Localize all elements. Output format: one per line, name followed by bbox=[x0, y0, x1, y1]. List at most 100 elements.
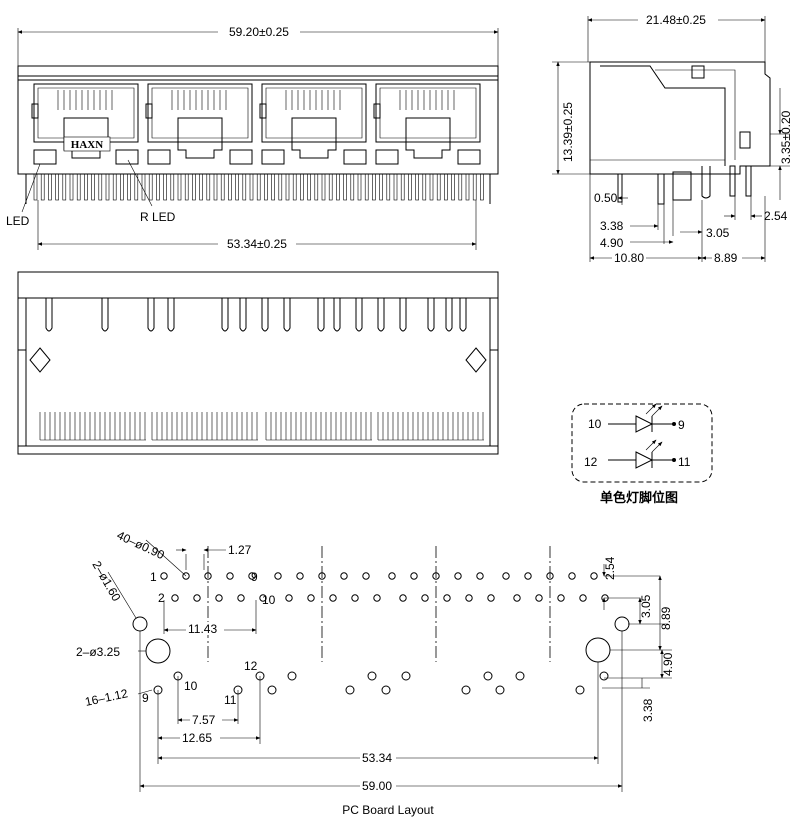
front-pin bbox=[364, 173, 369, 201]
front-pin bbox=[199, 173, 203, 201]
front-pin bbox=[55, 173, 59, 201]
front-pin bbox=[422, 173, 427, 201]
bottom-pin bbox=[459, 298, 467, 332]
front-pin bbox=[307, 173, 311, 201]
bottom-pin bbox=[333, 298, 341, 332]
front-width-label: 59.20±0.25 bbox=[229, 25, 289, 39]
front-pin bbox=[91, 173, 95, 201]
pcb-hole bbox=[329, 594, 337, 602]
front-pin bbox=[343, 173, 347, 201]
pcb-hole bbox=[237, 594, 245, 602]
pcb-callout-led-holes: 2–ø1.60 bbox=[89, 559, 123, 604]
contact-comb bbox=[39, 412, 146, 441]
led-pin-12: 12 bbox=[584, 455, 598, 469]
pcb-hole bbox=[399, 594, 407, 602]
pcb-led-pin10-label: 10 bbox=[184, 679, 198, 693]
side-depth-label: 21.48±0.25 bbox=[646, 13, 706, 27]
front-pin bbox=[386, 173, 391, 201]
side-dim-1080: 10.80 bbox=[614, 251, 644, 265]
pcb-hole bbox=[307, 594, 315, 602]
pcb-callout-led-pin-holes: 16–1.12 bbox=[84, 686, 130, 709]
front-pin-span-label: 53.34±0.25 bbox=[227, 237, 287, 251]
front-pin bbox=[480, 173, 484, 201]
bottom-pin bbox=[45, 298, 53, 332]
front-view: 59.20±0.25 HAXN LED R LED 53.34±0.25 bbox=[6, 24, 499, 251]
pcb-led-pin9-label: 9 bbox=[142, 691, 149, 705]
pcb-hole bbox=[160, 572, 168, 580]
front-pin bbox=[206, 173, 211, 201]
front-pin bbox=[292, 173, 297, 201]
front-pin bbox=[285, 173, 290, 201]
front-pin bbox=[84, 173, 88, 201]
pcb-led-hole bbox=[599, 671, 609, 681]
front-pin bbox=[98, 173, 103, 201]
pcb-hole bbox=[388, 572, 396, 580]
pcb-hole bbox=[340, 572, 348, 580]
front-pin bbox=[415, 173, 419, 201]
front-pin bbox=[228, 173, 232, 201]
pcb-hole bbox=[373, 594, 381, 602]
pcb-hole bbox=[362, 572, 370, 580]
front-pin bbox=[33, 173, 38, 201]
led-label-left: LED bbox=[6, 214, 30, 228]
led-window bbox=[375, 149, 399, 165]
led-hole-left bbox=[132, 616, 148, 632]
pcb-hole bbox=[590, 572, 598, 580]
pcb-dim-1265: 12.65 bbox=[182, 731, 212, 745]
pcb-hole bbox=[226, 572, 234, 580]
pcb-led-hole bbox=[515, 671, 525, 681]
pcb-hole bbox=[259, 594, 267, 602]
front-pin bbox=[256, 173, 261, 201]
pcb-hole bbox=[318, 572, 326, 580]
front-pin bbox=[400, 173, 405, 201]
pcb-hole bbox=[557, 594, 565, 602]
front-pin bbox=[357, 173, 362, 201]
led-label-right: R LED bbox=[140, 210, 176, 224]
led-pin-11: 11 bbox=[678, 455, 691, 469]
led-schematic-caption: 单色灯脚位图 bbox=[600, 491, 679, 506]
led-window bbox=[33, 149, 57, 165]
front-pin bbox=[141, 173, 146, 201]
led-pin-9: 9 bbox=[678, 418, 685, 432]
bottom-pin bbox=[101, 298, 109, 332]
contact-comb bbox=[151, 412, 258, 441]
pcb-hole bbox=[487, 594, 495, 602]
pcb-callout-post-holes: 2–ø3.25 bbox=[76, 645, 120, 659]
pcb-hole bbox=[296, 572, 304, 580]
front-pin bbox=[379, 173, 383, 201]
rj45-port bbox=[373, 83, 481, 165]
front-pin bbox=[48, 173, 52, 201]
bottom-pin bbox=[355, 298, 363, 332]
front-pin bbox=[184, 173, 189, 201]
pcb-dim-338: 3.38 bbox=[641, 698, 655, 722]
front-pin bbox=[300, 173, 304, 201]
bottom-pin bbox=[445, 298, 453, 332]
front-pin bbox=[105, 173, 110, 201]
contact-comb bbox=[265, 412, 372, 441]
front-pin bbox=[472, 173, 477, 201]
front-pin bbox=[235, 173, 239, 201]
pcb-pin9-label: 9 bbox=[251, 570, 258, 584]
front-pin bbox=[393, 173, 398, 201]
bottom-view bbox=[17, 271, 499, 455]
pcb-hole bbox=[465, 594, 473, 602]
front-pin bbox=[278, 173, 283, 201]
pcb-led-hole bbox=[495, 685, 505, 695]
front-pin bbox=[177, 173, 182, 201]
led-window bbox=[343, 149, 367, 165]
bottom-pin bbox=[427, 298, 435, 332]
front-pin bbox=[76, 173, 81, 201]
pcb-hole bbox=[215, 594, 223, 602]
led-schematic: 10 9 12 11 bbox=[571, 403, 713, 483]
front-pin bbox=[69, 173, 74, 201]
front-pin bbox=[249, 173, 254, 201]
pcb-layout: 40–ø0.90 1.27 2–ø1.60 2–ø3.25 16–1.12 1 … bbox=[76, 528, 675, 817]
side-height-label: 13.39±0.25 bbox=[561, 102, 575, 162]
front-pin bbox=[127, 173, 131, 201]
front-pin bbox=[156, 173, 160, 201]
pcb-hole bbox=[546, 572, 554, 580]
side-dim-889: 8.89 bbox=[714, 251, 738, 265]
pcb-hole bbox=[568, 572, 576, 580]
pcb-dim-889: 8.89 bbox=[659, 606, 673, 630]
pcb-hole bbox=[513, 594, 521, 602]
